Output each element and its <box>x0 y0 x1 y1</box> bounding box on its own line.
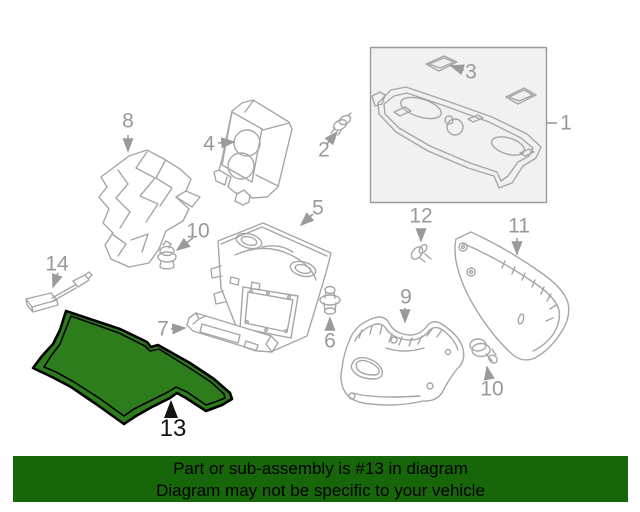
part-2-clip <box>330 112 352 136</box>
part-4-speaker-enclosure <box>213 99 293 206</box>
callout-12: 12 <box>409 204 433 228</box>
callout-3: 3 <box>465 60 477 84</box>
banner-line-1: Part or sub-assembly is #13 in diagram <box>173 459 468 478</box>
part-10-fastener-right <box>469 338 498 364</box>
callout-11: 11 <box>508 214 530 238</box>
part-9-wheelhouse-trim <box>340 316 465 406</box>
part-6-clip <box>319 285 341 315</box>
part-5-partition-panel <box>210 222 332 352</box>
part-3-pads <box>425 55 537 105</box>
callout-2: 2 <box>318 138 330 162</box>
highlight-banner: Part or sub-assembly is #13 in diagram D… <box>13 456 628 502</box>
callout-10-right: 10 <box>480 377 504 401</box>
part-7-sill-strip <box>186 312 279 353</box>
callout-13-selected: 13 <box>159 415 187 442</box>
part-14-rod <box>25 271 93 313</box>
callout-9: 9 <box>400 285 412 309</box>
part-11-trunk-lid-trim <box>454 231 570 361</box>
leader-arrows <box>52 64 557 381</box>
part-1-package-tray-box <box>369 46 548 204</box>
callout-7: 7 <box>157 317 169 341</box>
callout-4: 4 <box>203 132 215 156</box>
callout-6: 6 <box>324 329 336 353</box>
part-13-highlighted[interactable] <box>31 309 234 426</box>
callout-1: 1 <box>560 111 572 135</box>
part-10-fastener-left <box>157 240 177 270</box>
callout-14: 14 <box>45 252 69 276</box>
callout-10-left: 10 <box>186 219 210 243</box>
banner-line-2: Diagram may not be specific to your vehi… <box>156 480 485 500</box>
callout-8: 8 <box>122 109 134 133</box>
part-12-clip <box>410 243 432 263</box>
callout-5: 5 <box>312 196 324 220</box>
part-8-quarter-trim <box>98 149 201 268</box>
